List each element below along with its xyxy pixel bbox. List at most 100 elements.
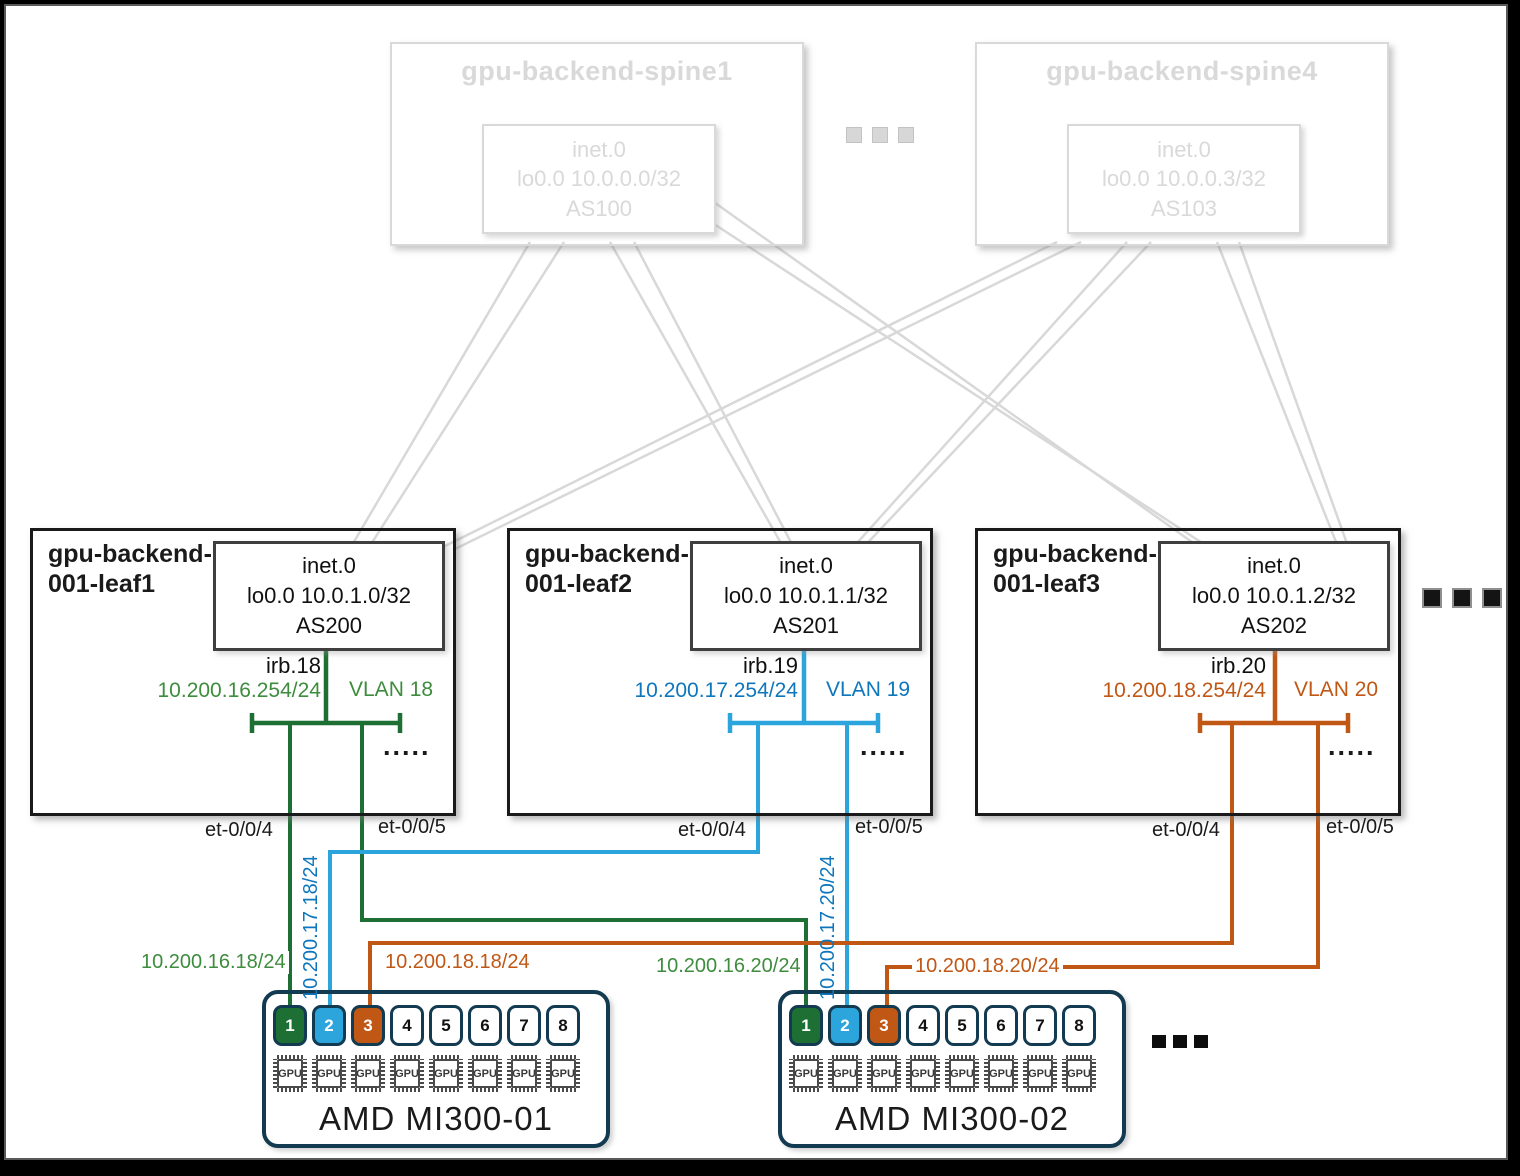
leaf1-routing-box: inet.0 lo0.0 10.0.1.0/32 AS200: [213, 541, 445, 651]
spine4-asn: AS103: [1150, 195, 1218, 221]
leaf3-routing-box: inet.0 lo0.0 10.0.1.2/32 AS202: [1158, 541, 1390, 651]
leaf2-inet: inet.0: [779, 553, 833, 579]
leaf2-routing-box: inet.0 lo0.0 10.0.1.1/32 AS201: [690, 541, 922, 651]
server1-port-8: 8: [546, 1005, 580, 1046]
server1-port2-ip: 10.200.17.18/24: [300, 855, 322, 1000]
server1-ports: 1 2 3 4 5 6 7 8: [273, 1005, 580, 1046]
leaf3-loopback: lo0.0 10.0.1.2/32: [1192, 583, 1356, 609]
leaf2-irb-bus: [727, 651, 881, 733]
gpu-chip-icon: GPU: [507, 1055, 541, 1092]
leaf3-irb-ip: 10.200.18.254/24: [1102, 679, 1267, 702]
server2-port-4: 4: [906, 1005, 940, 1046]
link-leaf2-et4-server1: [328, 723, 760, 1008]
leaf2-vlan-label: VLAN 19: [826, 678, 911, 701]
server2-port3-ip: 10.200.18.20/24: [912, 955, 1063, 978]
server1-name: AMD MI300-01: [319, 1100, 553, 1137]
link-leaf1-et5-server2: [360, 723, 808, 1008]
server1-port-1: 1: [273, 1005, 307, 1046]
leaf3-asn: AS202: [1240, 612, 1308, 638]
leaf3-title: gpu-backend- 001-leaf3: [993, 540, 1157, 598]
leaf1-et4-label: et-0/0/4: [205, 819, 273, 841]
spine1-asn: AS100: [565, 195, 633, 221]
gpu-chip-icon: GPU: [789, 1055, 823, 1092]
leaf2-asn: AS201: [772, 612, 840, 638]
spine4-box: gpu-backend-spine4 inet.0 lo0.0 10.0.0.3…: [975, 42, 1389, 246]
gpu-chip-icon: GPU: [828, 1055, 862, 1092]
server2-port1-ip: 10.200.16.20/24: [653, 955, 804, 978]
server2-port-8: 8: [1062, 1005, 1096, 1046]
spine1-title: gpu-backend-spine1: [461, 56, 733, 86]
server1-port1-ip: 10.200.16.18/24: [138, 951, 289, 974]
server2-port-2: 2: [828, 1005, 862, 1046]
server2-name: AMD MI300-02: [835, 1100, 1069, 1137]
spine1-inet: inet.0: [572, 137, 626, 163]
spine1-box: gpu-backend-spine1 inet.0 lo0.0 10.0.0.0…: [390, 42, 804, 246]
leaf-ellipsis-icon: [1422, 588, 1512, 613]
spine1-loopback: lo0.0 10.0.0.0/32: [517, 166, 681, 192]
leaf2-et4-label: et-0/0/4: [678, 819, 746, 841]
link-leaf3-et5-server2: [885, 723, 1320, 1008]
leaf1-title: gpu-backend- 001-leaf1: [48, 540, 212, 598]
gpu-chip-icon: GPU: [906, 1055, 940, 1092]
leaf1-et5-label: et-0/0/5: [378, 816, 446, 838]
leaf2-loopback: lo0.0 10.0.1.1/32: [724, 583, 888, 609]
server1-port-4: 4: [390, 1005, 424, 1046]
gpu-chip-icon: GPU: [945, 1055, 979, 1092]
gpu-chip-icon: GPU: [468, 1055, 502, 1092]
leaf1-box: gpu-backend- 001-leaf1 inet.0 lo0.0 10.0…: [30, 528, 456, 816]
server1-port-3: 3: [351, 1005, 385, 1046]
server1-port-7: 7: [507, 1005, 541, 1046]
leaf3-inet: inet.0: [1247, 553, 1301, 579]
leaf2-more-ports-dots: .....: [860, 731, 908, 761]
leaf1-loopback: lo0.0 10.0.1.0/32: [247, 583, 411, 609]
leaf1-asn: AS200: [295, 612, 363, 638]
server2-port-3: 3: [867, 1005, 901, 1046]
spine4-loopback: lo0.0 10.0.0.3/32: [1102, 166, 1266, 192]
leaf3-et4-label: et-0/0/4: [1152, 819, 1220, 841]
server2-port-6: 6: [984, 1005, 1018, 1046]
leaf3-more-ports-dots: .....: [1328, 731, 1376, 761]
leaf2-irb-label: irb.19: [742, 653, 798, 678]
gpu-chip-icon: GPU: [351, 1055, 385, 1092]
gpu-chip-icon: GPU: [1023, 1055, 1057, 1092]
leaf3-box: gpu-backend- 001-leaf3 inet.0 lo0.0 10.0…: [975, 528, 1401, 816]
server1-port3-ip: 10.200.18.18/24: [382, 951, 533, 974]
spine4-routing-box: inet.0 lo0.0 10.0.0.3/32 AS103: [1067, 124, 1301, 234]
leaf1-irb-bus: [249, 651, 403, 733]
server1-port-6: 6: [468, 1005, 502, 1046]
server1-port-5: 5: [429, 1005, 463, 1046]
spine-ellipsis-icon: [846, 127, 924, 148]
server2-port-1: 1: [789, 1005, 823, 1046]
spine1-routing-box: inet.0 lo0.0 10.0.0.0/32 AS100: [482, 124, 716, 234]
server2-box: 1 2 3 4 5 6 7 8 GPU GPU GPU GPU GPU GPU …: [778, 990, 1126, 1148]
spine-leaf-links: [346, 198, 1352, 554]
gpu-chip-icon: GPU: [1062, 1055, 1096, 1092]
spine4-title: gpu-backend-spine4: [1046, 56, 1318, 86]
gpu-chip-icon: GPU: [867, 1055, 901, 1092]
gpu-chip-icon: GPU: [312, 1055, 346, 1092]
leaf2-box: gpu-backend- 001-leaf2 inet.0 lo0.0 10.0…: [507, 528, 933, 816]
link-leaf3-et4-server1: [368, 723, 1234, 1008]
gpu-chip-icon: GPU: [546, 1055, 580, 1092]
leaf2-title: gpu-backend- 001-leaf2: [525, 540, 689, 598]
leaf1-irb-ip: 10.200.16.254/24: [157, 679, 322, 702]
server2-port2-ip: 10.200.17.20/24: [817, 855, 839, 1000]
leaf3-irb-bus: [1197, 651, 1351, 733]
gpu-chip-icon: GPU: [429, 1055, 463, 1092]
leaf1-irb-label: irb.18: [265, 653, 321, 678]
server-ellipsis-icon: [1152, 1035, 1215, 1053]
leaf3-et5-label: et-0/0/5: [1326, 816, 1394, 838]
server1-box: 1 2 3 4 5 6 7 8 GPU GPU GPU GPU GPU GPU …: [262, 990, 610, 1148]
leaf1-more-ports-dots: .....: [383, 731, 431, 761]
gpu-chip-icon: GPU: [273, 1055, 307, 1092]
leaf1-vlan-label: VLAN 18: [349, 678, 434, 701]
server2-gpus: GPU GPU GPU GPU GPU GPU GPU GPU: [789, 1055, 1096, 1092]
leaf3-vlan-label: VLAN 20: [1294, 678, 1379, 701]
spine4-inet: inet.0: [1157, 137, 1211, 163]
server2-port-7: 7: [1023, 1005, 1057, 1046]
gpu-chip-icon: GPU: [390, 1055, 424, 1092]
leaf1-inet: inet.0: [302, 553, 356, 579]
server2-port-5: 5: [945, 1005, 979, 1046]
server1-gpus: GPU GPU GPU GPU GPU GPU GPU GPU: [273, 1055, 580, 1092]
